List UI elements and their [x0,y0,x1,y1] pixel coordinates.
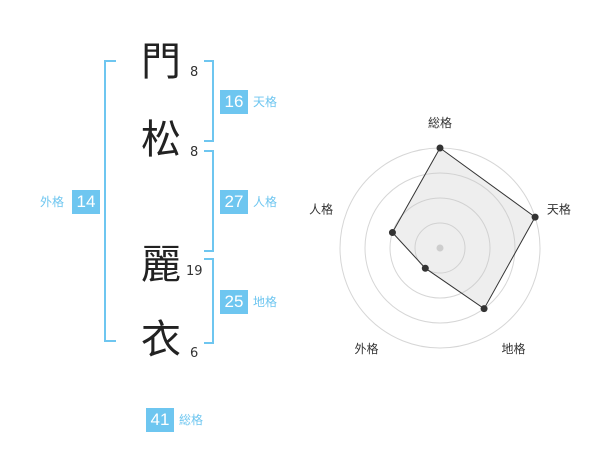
radar-point-4 [421,264,429,272]
radar-point-5 [388,229,396,237]
radar-axis-label-4: 外格 [354,341,378,356]
radar-center-dot [436,244,444,252]
radar-grid-ring-2 [389,197,491,299]
jinkaku-bracket [204,150,214,252]
tenkaku-value-badge: 16 [220,90,248,114]
radar-axis-label-5: 人格 [309,201,333,216]
radar-data-polygon [391,147,536,310]
tenkaku-bracket [204,60,214,142]
name-char-3: 麗 [141,242,181,288]
name-char-1: 門 [141,39,181,85]
stroke-count-2: 8 [190,145,199,160]
soukaku-label: 総格 [179,413,204,427]
radar-axis-label-3: 地格 [501,341,525,356]
radar-axis-label-1: 総格 [428,115,452,130]
jinkaku-value-badge: 27 [220,190,248,214]
radar-axis-label-2: 天格 [547,201,571,216]
radar-grid-ring-3 [364,172,516,324]
radar-point-2 [531,213,539,221]
gaikaku-label: 外格 [40,195,65,209]
chikaku-label: 地格 [253,295,278,309]
stroke-count-3: 19 [186,264,203,279]
stroke-count-4: 6 [190,346,199,361]
radar-point-3 [480,305,488,313]
soukaku-value-badge: 41 [146,408,174,432]
jinkaku-label: 人格 [253,195,278,209]
gaikaku-bracket [104,60,116,342]
tenkaku-label: 天格 [253,95,278,109]
radar-grid-ring-1 [414,222,466,274]
chikaku-value-badge: 25 [220,290,248,314]
gaikaku-value-badge: 14 [72,190,100,214]
chikaku-bracket [204,258,214,344]
stroke-count-1: 8 [190,65,199,80]
radar-point-1 [436,144,444,152]
name-char-4: 衣 [141,317,181,363]
name-char-2: 松 [141,117,181,163]
